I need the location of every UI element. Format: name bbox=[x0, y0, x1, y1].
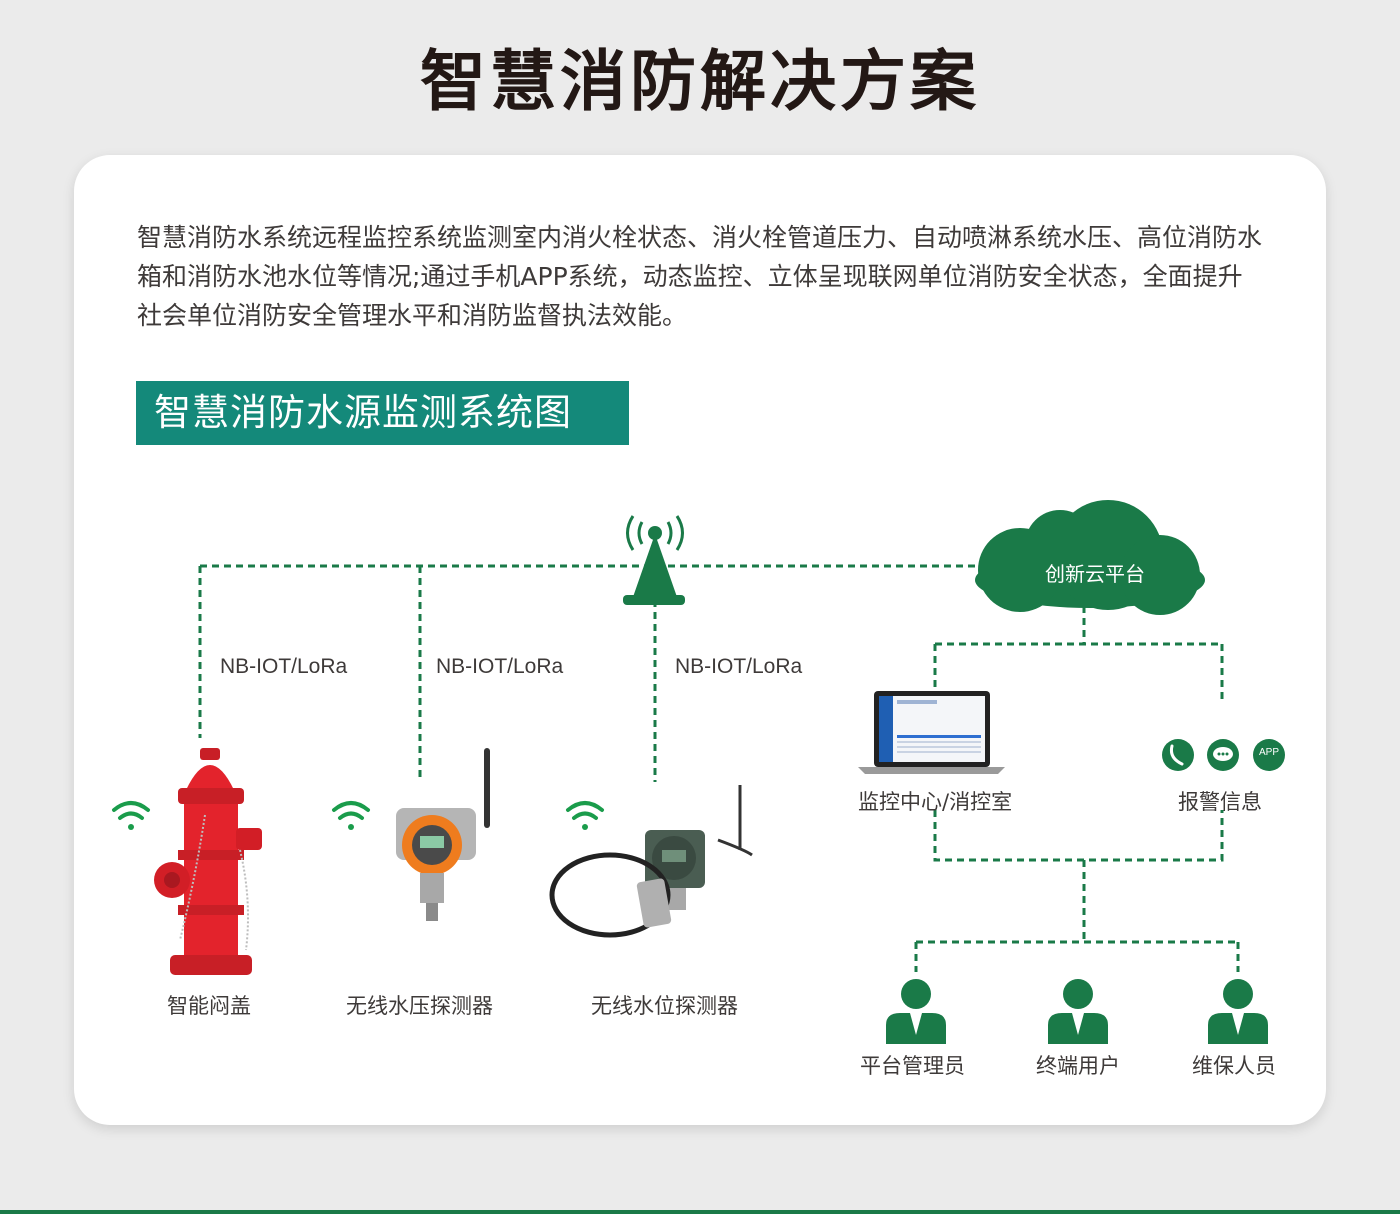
link-label: NB-IOT/LoRa bbox=[436, 655, 564, 678]
person-icon bbox=[1048, 979, 1108, 1044]
wifi-icon bbox=[332, 801, 370, 830]
device-label: 无线水压探测器 bbox=[346, 994, 493, 1018]
cloud-label: 创新云平台 bbox=[1045, 562, 1145, 586]
intro-paragraph: 智慧消防水系统远程监控系统监测室内消火栓状态、消火栓管道压力、自动喷淋系统水压、… bbox=[137, 223, 1263, 330]
connection-lines bbox=[198, 564, 1240, 972]
app-icon bbox=[1253, 739, 1285, 771]
person-icon bbox=[1208, 979, 1268, 1044]
monitor-label: 监控中心/消控室 bbox=[858, 790, 1013, 814]
water-level-sensor-icon bbox=[549, 785, 753, 938]
link-label: NB-IOT/LoRa bbox=[675, 655, 803, 678]
fire-hydrant-icon bbox=[154, 748, 262, 975]
signal-tower-icon bbox=[623, 515, 685, 605]
content-card bbox=[74, 155, 1326, 1125]
alarm-label: 报警信息 bbox=[1178, 790, 1262, 814]
pressure-sensor-icon bbox=[396, 748, 490, 921]
chat-icon bbox=[1207, 739, 1239, 771]
device-label: 智能闷盖 bbox=[167, 994, 251, 1018]
wifi-icon bbox=[566, 801, 604, 830]
user-label: 终端用户 bbox=[1036, 1054, 1120, 1078]
section-title: 智慧消防水源监测系统图 bbox=[136, 381, 629, 445]
page-title: 智慧消防解决方案 bbox=[420, 43, 980, 120]
person-icon bbox=[886, 979, 946, 1044]
phone-icon bbox=[1162, 739, 1194, 771]
app-badge: APP bbox=[1258, 747, 1279, 758]
device-label: 无线水位探测器 bbox=[591, 994, 738, 1018]
link-label: NB-IOT/LoRa bbox=[220, 655, 348, 678]
wifi-icon bbox=[112, 801, 150, 830]
laptop-icon bbox=[858, 691, 1005, 774]
bottom-divider bbox=[0, 1210, 1400, 1214]
user-label: 平台管理员 bbox=[860, 1054, 965, 1078]
cloud-icon bbox=[975, 500, 1205, 615]
user-label: 维保人员 bbox=[1192, 1054, 1276, 1078]
